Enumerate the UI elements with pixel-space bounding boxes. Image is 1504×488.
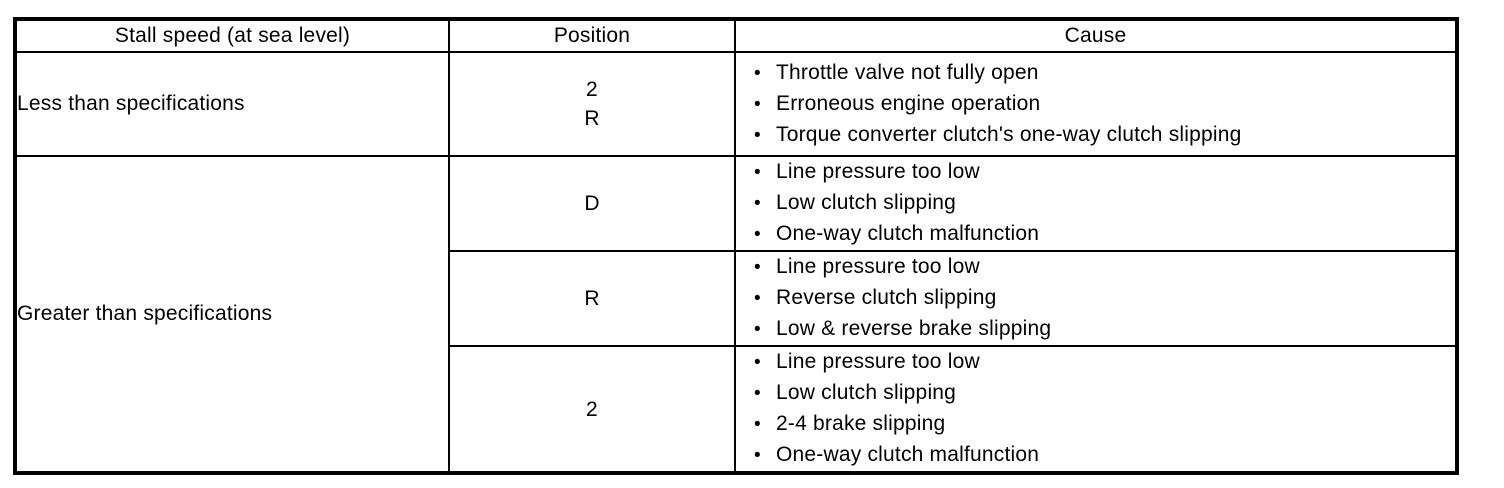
cause-text: Low clutch slipping xyxy=(776,381,957,404)
cause-text: Low clutch slipping xyxy=(776,191,957,214)
cause-text: 2-4 brake slipping xyxy=(776,412,946,435)
cause-list: • Line pressure too low • Low clutch slippi… xyxy=(736,157,1455,250)
position-value: 2 xyxy=(586,397,598,421)
cause-item: • Throttle valve not fully open xyxy=(736,58,1455,89)
cause-item: • Line pressure too low xyxy=(736,347,1455,378)
bullet-icon: • xyxy=(754,352,761,373)
cause-text: Erroneous engine operation xyxy=(776,91,1041,115)
bullet-icon: • xyxy=(754,193,761,214)
bullet-icon: • xyxy=(754,257,761,278)
bullet-icon: • xyxy=(754,162,761,183)
cause-item: • Line pressure too low xyxy=(736,252,1455,283)
cause-item: • Low clutch slipping xyxy=(736,378,1455,409)
table-row: 2 • Line pressure too low • Low clutch slipp… xyxy=(15,345,1458,474)
cause-text: Throttle valve not fully open xyxy=(776,60,1039,84)
cause-cell: • Line pressure too low • Low clutch slippi… xyxy=(734,345,1458,474)
position-value: R xyxy=(584,287,600,310)
bullet-icon: • xyxy=(754,288,761,309)
position-value: D xyxy=(584,192,600,215)
stall-speed-cell: Greater than specifications xyxy=(14,155,450,474)
cause-item: • 2-4 brake slipping xyxy=(736,409,1455,440)
cause-list: • Line pressure too low • Reverse clutch sl… xyxy=(736,252,1455,345)
cause-item: • Low & reverse brake slipping xyxy=(736,314,1455,345)
cause-item: • Reverse clutch slipping xyxy=(736,283,1455,314)
cause-text: Line pressure too low xyxy=(776,350,980,373)
cause-item: • One-way clutch malfunction xyxy=(736,440,1455,471)
bullet-icon: • xyxy=(754,319,761,340)
bullet-icon: • xyxy=(754,383,761,404)
stall-speed-cell: Less than specifications xyxy=(14,51,450,157)
cause-item: • Line pressure too low xyxy=(736,157,1455,188)
bullet-icon: • xyxy=(754,93,761,115)
position-value: 2 xyxy=(586,78,598,101)
position-cell: D xyxy=(448,155,736,252)
column-header-cause: Cause xyxy=(734,18,1458,53)
cause-text: Low & reverse brake slipping xyxy=(776,317,1052,340)
cause-cell: • Throttle valve not fully open • Erroneous… xyxy=(734,51,1458,157)
position-cell: R xyxy=(448,250,736,347)
table-row: Greater than specifications D • Line pressu… xyxy=(14,155,1458,474)
cause-item: • Erroneous engine operation xyxy=(736,89,1455,120)
table-row: R • Line pressure too low • Reverse clutch s… xyxy=(15,250,1458,347)
cause-text: Line pressure too low xyxy=(776,255,980,278)
cause-list: • Throttle valve not fully open • Erroneous… xyxy=(736,58,1455,151)
cause-list: • Line pressure too low • Low clutch slippi… xyxy=(736,347,1455,471)
cause-cell: • Line pressure too low • Reverse clutch sl… xyxy=(734,250,1458,347)
column-header-position: Position xyxy=(448,18,736,53)
bullet-icon: • xyxy=(754,62,761,84)
cause-item: • One-way clutch malfunction xyxy=(736,219,1455,250)
position-value: R xyxy=(584,107,600,130)
cause-item: • Low clutch slipping xyxy=(736,188,1455,219)
cause-text: One-way clutch malfunction xyxy=(776,222,1040,245)
cause-text: Line pressure too low xyxy=(776,160,980,183)
position-cell: 2 xyxy=(448,345,736,474)
cause-text: Reverse clutch slipping xyxy=(776,286,997,309)
cause-text: One-way clutch malfunction xyxy=(776,443,1040,466)
bullet-icon: • xyxy=(754,445,761,466)
bullet-icon: • xyxy=(754,224,761,245)
column-header-stall-speed: Stall speed (at sea level) xyxy=(14,18,450,53)
cause-item: • Torque converter clutch's one-way clutc… xyxy=(736,120,1455,151)
bullet-icon: • xyxy=(754,124,761,146)
cause-cell: • Line pressure too low • Low clutch slippi… xyxy=(734,155,1458,252)
bullet-icon: • xyxy=(754,414,761,435)
cause-text: Torque converter clutch's one-way clutch… xyxy=(776,122,1242,146)
